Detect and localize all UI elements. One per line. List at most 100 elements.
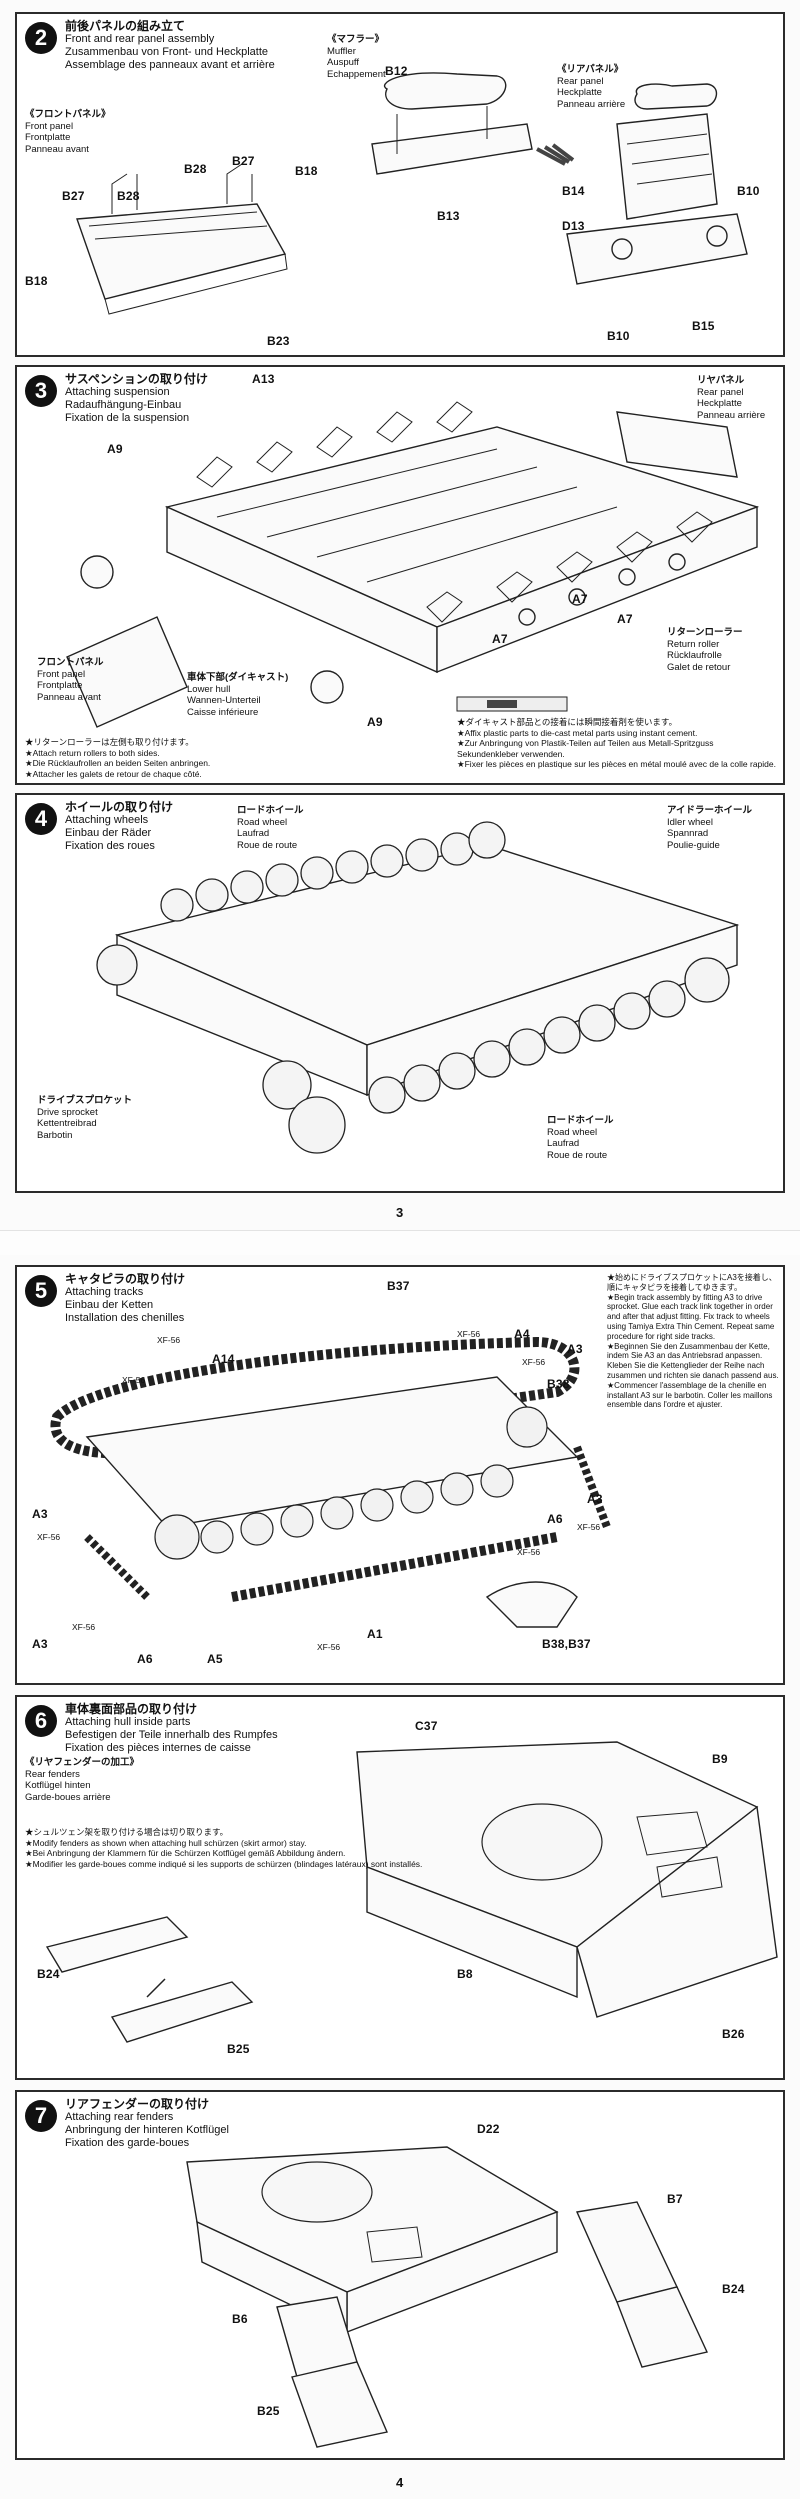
title-en: Attaching hull inside parts bbox=[65, 1716, 191, 1728]
title-fr: Assemblage des panneaux avant et arrière bbox=[65, 59, 275, 71]
part-label: B12 bbox=[385, 64, 408, 78]
step-6-diagram bbox=[45, 1741, 778, 2043]
part-label: A3 bbox=[32, 1637, 48, 1651]
muffler-fr: Echappement bbox=[327, 68, 386, 80]
part-label: B10 bbox=[607, 329, 630, 343]
return-roller-en: Return roller bbox=[667, 638, 720, 650]
note-line: ★Modifier les garde-boues comme indiqué … bbox=[25, 1858, 423, 1869]
title-de: Zusammenbau von Front- und Heckplatte bbox=[65, 46, 268, 58]
title-fr: Installation des chenilles bbox=[65, 1312, 185, 1324]
title-de: Einbau der Ketten bbox=[65, 1299, 154, 1311]
part-label: B10 bbox=[737, 184, 760, 198]
front-panel-en: Front panel bbox=[37, 668, 86, 680]
front-panel-fr: Panneau avant bbox=[25, 143, 89, 155]
road-wheel-fr: Roue de route bbox=[547, 1149, 608, 1161]
part-label: A1 bbox=[367, 1627, 383, 1641]
title-jp: 前後パネルの組み立て bbox=[65, 19, 186, 33]
step-title: ホイールの取り付け Attaching wheels Einbau der Rä… bbox=[65, 801, 173, 853]
rear-fenders-caption: 《リヤフェンダーの加工》 Rear fenders Kotflügel hint… bbox=[25, 1757, 139, 1803]
road-wheel-jp: ロードホイール bbox=[237, 805, 304, 816]
step-number: 2 bbox=[25, 22, 57, 54]
part-label: A3 bbox=[567, 1342, 583, 1356]
part-label: B28 bbox=[117, 189, 140, 203]
part-label: B8 bbox=[457, 1967, 473, 1981]
part-label: A9 bbox=[367, 715, 383, 729]
front-panel-de: Frontplatte bbox=[25, 132, 71, 143]
title-en: Attaching tracks bbox=[65, 1286, 144, 1298]
road-wheel-de: Laufrad bbox=[237, 828, 270, 839]
drive-sprocket-jp: ドライブスプロケット bbox=[37, 1095, 133, 1106]
front-panel-fr: Panneau avant bbox=[37, 691, 101, 703]
step-number: 4 bbox=[25, 803, 57, 835]
part-label: B9 bbox=[712, 1752, 728, 1766]
instruction-en: ★Begin track assembly by fitting A3 to d… bbox=[607, 1292, 775, 1341]
road-wheel-jp: ロードホイール bbox=[547, 1115, 614, 1126]
instruction-de: ★Beginnen Sie den Zusammenbau der Kette,… bbox=[607, 1341, 779, 1380]
rear-fenders-fr: Garde-boues arrière bbox=[25, 1791, 111, 1803]
cement-label: XF-56 bbox=[457, 1329, 481, 1339]
cement-label: XF-56 bbox=[517, 1547, 541, 1557]
step-title: 前後パネルの組み立て Front and rear panel assembly… bbox=[65, 20, 275, 72]
drive-sprocket-de: Kettentreibrad bbox=[37, 1118, 97, 1129]
cement-label: XF-56 bbox=[37, 1532, 61, 1542]
title-de: Anbringung der hinteren Kotflügel bbox=[65, 2124, 229, 2136]
part-label: A9 bbox=[107, 442, 123, 456]
idler-wheel-caption: アイドラーホイール Idler wheel Spannrad Poulie-gu… bbox=[667, 805, 752, 851]
road-wheel-bottom-caption: ロードホイール Road wheel Laufrad Roue de route bbox=[547, 1115, 614, 1161]
note-line: ★シュルツェン架を取り付ける場合は切り取ります。 bbox=[25, 1827, 229, 1837]
note-line: ★Modify fenders as shown when attaching … bbox=[25, 1837, 307, 1848]
title-fr: Fixation des garde-boues bbox=[65, 2137, 190, 2149]
part-label: D13 bbox=[562, 219, 585, 233]
rear-panel-de: Heckplatte bbox=[557, 87, 602, 98]
part-label: B18 bbox=[295, 164, 318, 178]
part-label: A7 bbox=[572, 592, 588, 606]
title-jp: ホイールの取り付け bbox=[65, 800, 174, 814]
title-en: Attaching wheels bbox=[65, 814, 149, 826]
part-label: B23 bbox=[267, 334, 290, 348]
return-roller-fr: Galet de retour bbox=[667, 661, 731, 673]
muffler-en: Muffler bbox=[327, 45, 356, 57]
rear-panel-jp: リヤパネル bbox=[697, 375, 745, 386]
front-panel-caption: フロントパネル Front panel Frontplatte Panneau … bbox=[37, 657, 104, 703]
part-label: B38,B37 bbox=[542, 1637, 591, 1651]
track-instructions: ★始めにドライブスプロケットにA3を接着し、順にキャタピラを接着してゆきます。 … bbox=[607, 1273, 779, 1410]
step-title: キャタピラの取り付け Attaching tracks Einbau der K… bbox=[65, 1273, 185, 1325]
front-panel-de: Frontplatte bbox=[37, 680, 83, 691]
cement-label: XF-56 bbox=[122, 1375, 146, 1385]
step-2-panel: 2 前後パネルの組み立て Front and rear panel assemb… bbox=[15, 12, 785, 357]
fender-notes: ★シュルツェン架を取り付ける場合は切り取ります。 ★Modify fenders… bbox=[25, 1827, 445, 1869]
part-label: B24 bbox=[37, 1967, 60, 1981]
page-3: 2 前後パネルの組み立て Front and rear panel assemb… bbox=[0, 0, 800, 1231]
return-roller-caption: リターンローラー Return roller Rücklaufrolle Gal… bbox=[667, 627, 743, 673]
lower-hull-de: Wannen-Unterteil bbox=[187, 695, 261, 706]
note-line: ★Attacher les galets de retour de chaque… bbox=[25, 768, 202, 779]
instruction-jp: ★始めにドライブスプロケットにA3を接着し、順にキャタピラを接着してゆきます。 bbox=[607, 1273, 777, 1292]
return-roller-de: Rücklaufrolle bbox=[667, 650, 722, 661]
title-jp: キャタピラの取り付け bbox=[65, 1272, 186, 1286]
part-label: B38 bbox=[547, 1377, 570, 1391]
lower-hull-fr: Caisse inférieure bbox=[187, 706, 259, 718]
cement-label: XF-56 bbox=[157, 1335, 181, 1345]
idler-wheel-jp: アイドラーホイール bbox=[667, 805, 753, 816]
part-label: A5 bbox=[207, 1652, 223, 1666]
step-6-panel: 6 車体裏面部品の取り付け Attaching hull inside part… bbox=[15, 1695, 785, 2080]
drive-sprocket-fr: Barbotin bbox=[37, 1129, 73, 1141]
lower-hull-en: Lower hull bbox=[187, 683, 231, 695]
rear-panel-en: Rear panel bbox=[557, 75, 604, 87]
note-line: ★リターンローラーは左側も取り付けます。 bbox=[25, 737, 194, 747]
note-line: ★ダイキャスト部品との接着には瞬間接着剤を使います。 bbox=[457, 717, 678, 727]
part-label: B6 bbox=[232, 2312, 248, 2326]
front-panel-jp: フロントパネル bbox=[37, 657, 104, 668]
step-4-panel: 4 ホイールの取り付け Attaching wheels Einbau der … bbox=[15, 793, 785, 1193]
note-line: ★Affix plastic parts to die-cast metal p… bbox=[457, 727, 698, 738]
part-label: B14 bbox=[562, 184, 585, 198]
road-wheel-top-caption: ロードホイール Road wheel Laufrad Roue de route bbox=[237, 805, 304, 851]
step-number: 7 bbox=[25, 2100, 57, 2132]
rear-panel-en: Rear panel bbox=[697, 386, 744, 398]
rear-panel-jp: 《リアパネル》 bbox=[557, 64, 624, 75]
return-roller-jp: リターンローラー bbox=[667, 627, 743, 638]
part-label: A13 bbox=[252, 372, 275, 386]
part-label: B27 bbox=[62, 189, 85, 203]
step-5-panel: 5 キャタピラの取り付け Attaching tracks Einbau der… bbox=[15, 1265, 785, 1685]
muffler-caption: 《マフラー》 Muffler Auspuff Echappement bbox=[327, 34, 386, 80]
